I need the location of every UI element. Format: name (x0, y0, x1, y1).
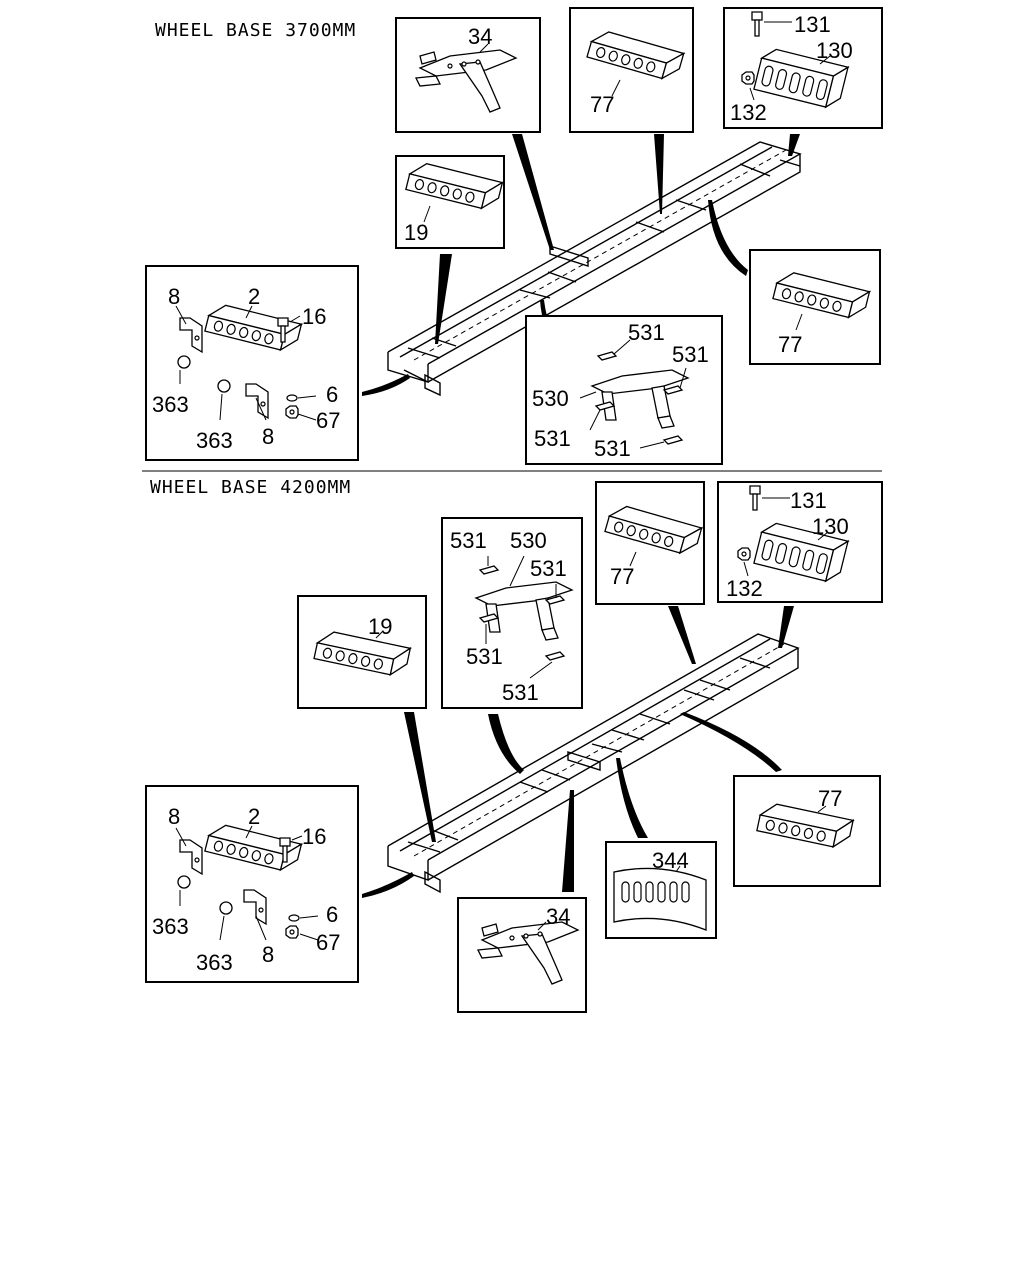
callout-344: 344 (652, 848, 689, 873)
callout-363-bottom: 363 (196, 428, 233, 453)
leader-77-right (680, 712, 782, 772)
detail-box-131-130-132: 131 130 132 (717, 481, 883, 603)
leader-131 (778, 606, 794, 648)
callout-530: 530 (510, 528, 547, 553)
leader-77-top (654, 134, 664, 214)
callout-132: 132 (726, 576, 763, 601)
callout-2: 2 (248, 284, 260, 309)
callout-363-left: 363 (152, 914, 189, 939)
detail-box-530-531: 531 531 530 531 531 (525, 315, 723, 465)
callout-16: 16 (302, 824, 326, 849)
callout-131: 131 (794, 12, 831, 37)
chassis-frame (387, 633, 800, 894)
section-wheelbase-4200: WHEEL BASE 4200MM (145, 477, 883, 1013)
leader-131 (788, 134, 800, 156)
detail-box-19: 19 (297, 595, 427, 709)
detail-box-34: 34 (395, 17, 541, 133)
detail-box-77-top: 77 (569, 7, 694, 133)
callout-363-bottom: 363 (196, 950, 233, 975)
detail-box-530-531: 531 530 531 531 531 (441, 517, 583, 709)
callout-77-right: 77 (818, 786, 842, 811)
detail-box-77-top: 77 (595, 481, 705, 605)
callout-8-bottom: 8 (262, 424, 274, 449)
callout-19: 19 (404, 220, 428, 245)
leader-19 (404, 712, 436, 842)
callout-130: 130 (816, 38, 853, 63)
detail-box-131-130-132: 131 130 132 (723, 7, 883, 129)
callout-2: 2 (248, 804, 260, 829)
callout-363-left: 363 (152, 392, 189, 417)
callout-8-top: 8 (168, 804, 180, 829)
section-heading: WHEEL BASE 4200MM (150, 477, 351, 498)
callout-531-left: 531 (466, 644, 503, 669)
leader-77-top (668, 606, 696, 664)
leader-2 (362, 872, 414, 898)
chassis-frame (387, 141, 802, 397)
leader-2 (362, 374, 410, 396)
callout-531-right: 531 (530, 556, 567, 581)
detail-box-19: 19 (395, 155, 505, 249)
detail-box-crossmember-2: 8 2 16 6 67 363 363 8 (145, 265, 359, 461)
leader-34 (512, 134, 554, 250)
detail-box-77-right: 77 (749, 249, 881, 365)
callout-19: 19 (368, 614, 392, 639)
detail-box-34: 34 (457, 897, 587, 1013)
callout-531-right: 531 (672, 342, 709, 367)
detail-box-crossmember-2: 8 2 16 6 67 363 363 8 (145, 785, 359, 983)
detail-box-344: 344 (605, 841, 717, 939)
callout-131: 131 (790, 488, 827, 513)
callout-130: 130 (812, 514, 849, 539)
callout-16: 16 (302, 304, 326, 329)
callout-8-top: 8 (168, 284, 180, 309)
leader-77-right (708, 200, 748, 276)
leader-530 (540, 300, 564, 352)
leader-344 (616, 758, 648, 838)
section-heading: WHEEL BASE 3700MM (155, 20, 356, 41)
callout-6: 6 (326, 382, 338, 407)
callout-77-right: 77 (778, 332, 802, 357)
callout-531-bottom: 531 (594, 436, 631, 461)
callout-34: 34 (546, 904, 570, 929)
callout-530: 530 (532, 386, 569, 411)
detail-box-77-right: 77 (733, 775, 881, 887)
callout-67: 67 (316, 408, 340, 433)
leader-34 (562, 790, 574, 892)
callout-6: 6 (326, 902, 338, 927)
callout-8-bottom: 8 (262, 942, 274, 967)
callout-67: 67 (316, 930, 340, 955)
callout-34: 34 (468, 24, 492, 49)
section-wheelbase-3700: WHEEL BASE 3700MM (145, 7, 883, 465)
callout-531-top: 531 (628, 320, 665, 345)
callout-132: 132 (730, 100, 767, 125)
callout-531-bottom: 531 (502, 680, 539, 705)
leader-19 (435, 254, 452, 344)
leader-530 (488, 714, 524, 774)
callout-531-top-left: 531 (450, 528, 487, 553)
callout-77-top: 77 (590, 92, 614, 117)
callout-531-left: 531 (534, 426, 571, 451)
callout-77-top: 77 (610, 564, 634, 589)
